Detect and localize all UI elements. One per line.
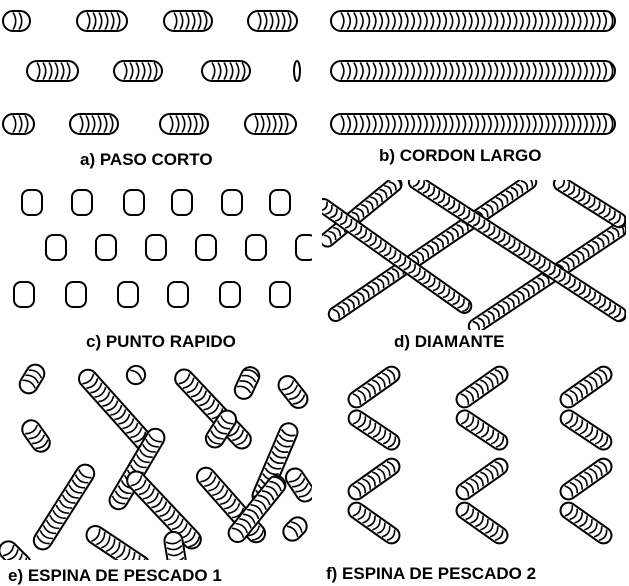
weld-bead-zigzag xyxy=(453,455,510,502)
caption-e: e) ESPINA DE PESCADO 1 xyxy=(8,566,222,586)
weld-bead-short xyxy=(70,114,118,134)
weld-bead-short xyxy=(77,11,127,31)
weld-bead-short xyxy=(160,114,208,134)
weld-point xyxy=(296,235,316,260)
panel-d-diamond xyxy=(314,172,629,336)
weld-bead-short xyxy=(114,61,162,81)
weld-bead-zigzag xyxy=(345,455,402,502)
weld-bead-zigzag xyxy=(346,407,403,452)
weld-bead-zigzag xyxy=(557,455,614,502)
weld-bead-long xyxy=(331,61,615,81)
weld-point xyxy=(146,235,166,260)
weld-bead-zigzag xyxy=(557,499,614,546)
weld-bead-zigzag xyxy=(454,407,511,452)
weld-bead-zigzag xyxy=(558,407,615,452)
weld-bead-short xyxy=(294,61,300,81)
weld-bead-herringbone xyxy=(232,364,262,402)
weld-point xyxy=(246,235,266,260)
weld-point xyxy=(46,235,66,260)
weld-point xyxy=(14,282,34,307)
weld-bead-herringbone xyxy=(19,417,54,455)
weld-bead-short xyxy=(164,11,212,31)
weld-bead-diagonal xyxy=(314,196,474,315)
weld-point xyxy=(72,190,92,215)
weld-bead-herringbone xyxy=(283,465,318,505)
panel-b-long-bead xyxy=(331,11,615,134)
weld-point xyxy=(66,282,86,307)
caption-d: d) DIAMANTE xyxy=(394,332,504,352)
weld-point xyxy=(172,190,192,215)
weld-bead-zigzag xyxy=(453,499,510,546)
weld-point xyxy=(270,190,290,215)
weld-bead-herringbone xyxy=(16,361,47,396)
weld-point xyxy=(22,190,42,215)
weld-point xyxy=(220,282,240,307)
weld-bead-short xyxy=(27,61,78,81)
weld-bead-herringbone xyxy=(275,372,311,411)
weld-bead-zigzag xyxy=(453,363,510,410)
weld-point xyxy=(270,282,290,307)
weld-bead-zigzag xyxy=(557,363,614,410)
weld-bead-short xyxy=(3,11,30,31)
weld-bead-short xyxy=(245,114,296,134)
weld-bead-diagonal xyxy=(551,174,628,230)
weld-bead-long xyxy=(331,11,615,31)
panel-f-herringbone-2 xyxy=(345,363,614,546)
weld-point xyxy=(96,235,116,260)
weld-bead-herringbone xyxy=(123,362,149,388)
caption-a: a) PASO CORTO xyxy=(80,150,213,170)
caption-b: b) CORDON LARGO xyxy=(379,146,541,166)
weld-point xyxy=(124,190,144,215)
weld-point xyxy=(168,282,188,307)
panel-c-quick-point xyxy=(0,190,316,307)
caption-f: f) ESPINA DE PESCADO 2 xyxy=(326,564,536,584)
weld-bead-zigzag xyxy=(345,499,402,546)
panel-e-herringbone-1 xyxy=(0,361,317,577)
weld-bead-short xyxy=(248,11,297,31)
weld-bead-short xyxy=(3,114,34,134)
weld-bead-short xyxy=(202,61,250,81)
weld-point xyxy=(222,190,242,215)
weld-point xyxy=(196,235,216,260)
caption-c: c) PUNTO RAPIDO xyxy=(86,332,236,352)
weld-bead-long xyxy=(331,114,615,134)
weld-bead-zigzag xyxy=(345,363,402,410)
weld-point xyxy=(118,282,138,307)
panel-a-short-step xyxy=(3,11,300,134)
weld-bead-herringbone xyxy=(280,514,311,545)
